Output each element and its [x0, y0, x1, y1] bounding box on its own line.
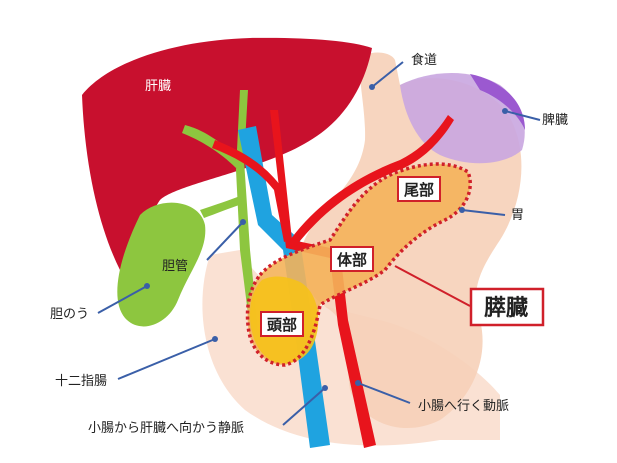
leader-stomach: [461, 209, 506, 216]
dot-bile-duct: [240, 219, 246, 225]
label-pancreas: 膵臓: [484, 296, 528, 321]
bile-duct-branch-1: [182, 125, 240, 168]
dot-spleen: [502, 108, 508, 114]
pancreas-main-box: 膵臓: [469, 287, 545, 327]
dot-esophagus: [369, 84, 375, 90]
label-gallbladder: 胆のう: [50, 307, 89, 322]
dot-portal-vein: [322, 385, 328, 391]
gallbladder-shape: [117, 202, 206, 327]
spleen-edge: [470, 74, 525, 130]
label-bile-duct: 胆管: [162, 259, 188, 274]
leader-esophagus: [371, 61, 404, 88]
leader-portal-vein: [282, 387, 326, 426]
artery-shape: [270, 110, 376, 448]
label-duodenum: 十二指腸: [55, 374, 107, 389]
label-stomach: 胃: [511, 208, 524, 223]
pancreas-outline: [245, 162, 472, 367]
label-pancreas-body: 体部: [337, 251, 367, 269]
leader-dots: [144, 84, 508, 391]
leader-artery: [357, 382, 411, 404]
label-esophagus: 食道: [411, 52, 437, 68]
label-artery: 小腸へ行く動脈: [418, 399, 509, 414]
leader-spleen: [504, 110, 541, 121]
pancreas-body-box: 体部: [330, 246, 374, 272]
dot-duodenum: [212, 336, 218, 342]
portal-vein-shape: [238, 126, 330, 448]
label-pancreas-head: 頭部: [267, 316, 297, 334]
label-pancreas-tail: 尾部: [404, 181, 434, 199]
leader-bile-duct: [206, 221, 244, 261]
bile-duct-branch-2: [200, 196, 242, 218]
pancreas-tail-box: 尾部: [397, 176, 441, 202]
leader-gallbladder: [97, 285, 148, 314]
leader-pancreas: [394, 265, 471, 307]
label-portal-vein: 小腸から肝臓へ向かう静脈: [88, 420, 244, 436]
leader-lines: [97, 61, 541, 426]
label-spleen: 脾臓: [542, 113, 568, 128]
pancreas-head-box: 頭部: [260, 311, 304, 337]
dot-gallbladder: [144, 283, 150, 289]
bile-duct-shape: [236, 90, 258, 330]
leader-duodenum: [117, 338, 216, 380]
hepatic-artery-shape: [212, 140, 290, 242]
label-liver: 肝臓: [145, 79, 171, 94]
splenic-artery-shape: [290, 115, 454, 246]
dot-stomach: [459, 207, 465, 213]
dot-artery: [355, 380, 361, 386]
